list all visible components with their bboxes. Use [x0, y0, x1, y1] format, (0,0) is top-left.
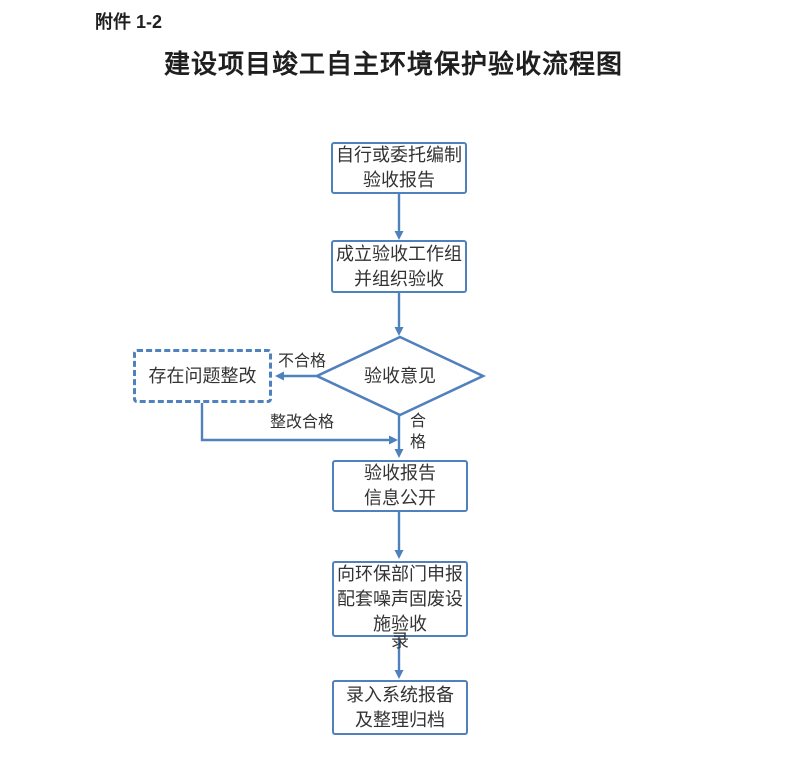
arrowhead-into-rectify — [275, 371, 284, 381]
attachment-label: 附件 1-2 — [95, 12, 163, 32]
arrowhead-into-opinion — [394, 327, 404, 336]
arrowhead-into-filing — [394, 670, 404, 679]
node-form-acceptance-team: 成立验收工作组 并组织验收 — [331, 240, 467, 293]
arrowhead-into-disclosure — [394, 449, 404, 458]
connector-rectify-to-main — [200, 403, 390, 442]
edge-label-unqualified: 不合格 — [278, 353, 327, 370]
arrowhead-into-declare — [394, 550, 404, 559]
node-report-disclosure: 验收报告 信息公开 — [332, 460, 468, 512]
edge-label-qualified: 合 格 — [410, 413, 427, 451]
node-prepare-report: 自行或委托编制 验收报告 — [331, 142, 467, 194]
arrowhead-rectify-junction — [389, 435, 398, 445]
node-declare-facilities-overflow-char: 录 — [391, 631, 409, 651]
page-title: 建设项目竣工自主环境保护验收流程图 — [163, 50, 623, 79]
arrowhead-into-team — [394, 231, 404, 240]
edge-label-rectified-qualified: 整改合格 — [270, 414, 335, 431]
node-system-filing: 录入系统报备 及整理归档 — [332, 680, 468, 735]
node-declare-facilities: 向环保部门申报 配套噪声固废设 施验收 — [332, 561, 468, 637]
node-acceptance-opinion-label: 验收意见 — [364, 366, 436, 386]
node-rectify-problems: 存在问题整改 — [133, 349, 272, 403]
